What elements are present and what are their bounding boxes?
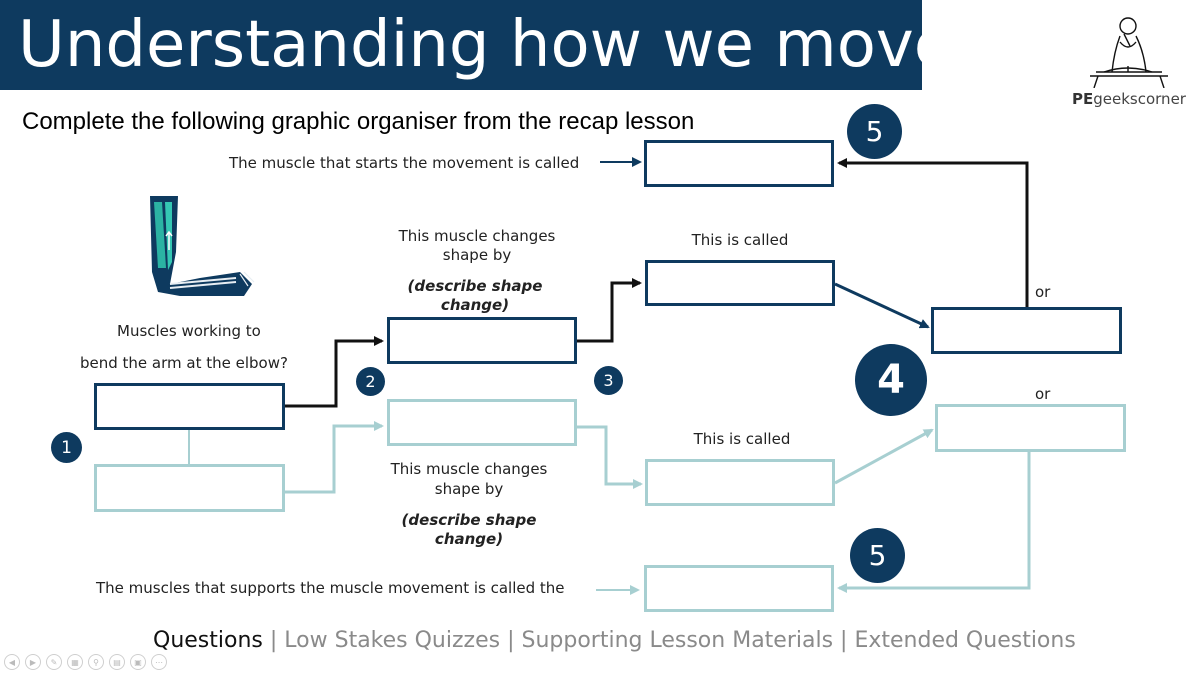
label-changes-top-2: shape by bbox=[442, 246, 512, 264]
answer-box-muscle-bottom[interactable] bbox=[94, 464, 285, 512]
arm-muscle-icon bbox=[150, 196, 255, 296]
label-changes-bottom-2: shape by bbox=[434, 480, 504, 498]
label-changes-top-1: This muscle changes bbox=[398, 227, 556, 245]
title-bar: Understanding how we move bbox=[0, 0, 953, 90]
label-describe-top-1: (describe shape bbox=[407, 277, 543, 295]
arrow-l3-to-l4 bbox=[834, 428, 934, 485]
answer-box-shape-bottom[interactable] bbox=[387, 399, 577, 446]
label-supporting: The muscles that supports the muscle mov… bbox=[96, 579, 565, 597]
label-changes-bottom-1: This muscle changes bbox=[390, 460, 548, 478]
answer-box-supporting[interactable] bbox=[644, 565, 834, 612]
label-describe-top-2: change) bbox=[440, 296, 510, 314]
label-muscles-q1: Muscles working to bbox=[117, 322, 261, 340]
arrow-2-to-3 bbox=[577, 278, 642, 343]
label-describe-bottom-2: change) bbox=[434, 530, 504, 548]
label-or-bottom: or bbox=[1035, 385, 1051, 403]
next-slide-icon[interactable]: ▶ bbox=[25, 654, 41, 670]
footer-link-low-stakes-quizzes[interactable]: Low Stakes Quizzes bbox=[284, 628, 501, 653]
pen-icon[interactable]: ✎ bbox=[46, 654, 62, 670]
more-options-icon[interactable]: ⋯ bbox=[151, 654, 167, 670]
badge-3: 3 bbox=[594, 366, 623, 395]
label-prime-mover: The muscle that starts the movement is c… bbox=[229, 154, 580, 172]
arrow-l2-to-l3 bbox=[577, 425, 643, 489]
label-called-bottom: This is called bbox=[693, 430, 791, 448]
answer-box-shape-top[interactable] bbox=[387, 317, 577, 364]
arrow-1-to-2 bbox=[285, 336, 384, 408]
answer-box-called-bottom[interactable] bbox=[645, 459, 835, 506]
previous-slide-icon[interactable]: ◀ bbox=[4, 654, 20, 670]
badge-4: 4 bbox=[855, 344, 927, 416]
slideshow-controls: ◀ ▶ ✎ ▦ ⚲ ▤ ▣ ⋯ bbox=[4, 654, 167, 670]
label-called-top: This is called bbox=[691, 231, 789, 249]
slides-icon[interactable]: ▦ bbox=[67, 654, 83, 670]
zoom-icon[interactable]: ⚲ bbox=[88, 654, 104, 670]
logo-text: PEgeekscorner bbox=[1072, 90, 1186, 108]
answer-box-muscle-top[interactable] bbox=[94, 383, 285, 430]
footer-link-extended-questions[interactable]: Extended Questions bbox=[854, 628, 1076, 653]
answer-box-prime-mover[interactable] bbox=[644, 140, 834, 187]
answer-box-type-top[interactable] bbox=[931, 307, 1122, 354]
footer-nav: Questions | Low Stakes Quizzes | Support… bbox=[153, 628, 1076, 653]
instructions: Complete the following graphic organiser… bbox=[22, 108, 695, 135]
label-describe-bottom-1: (describe shape bbox=[401, 511, 537, 529]
camera-icon[interactable]: ▣ bbox=[130, 654, 146, 670]
footer-link-questions[interactable]: Questions bbox=[153, 628, 263, 653]
badge-1: 1 bbox=[51, 432, 82, 463]
footer-link-supporting-lesson-materials[interactable]: Supporting Lesson Materials bbox=[521, 628, 834, 653]
answer-box-type-bottom[interactable] bbox=[935, 404, 1126, 452]
answer-box-called-top[interactable] bbox=[645, 260, 835, 306]
arrow-3-to-4 bbox=[834, 282, 930, 329]
subtitles-icon[interactable]: ▤ bbox=[109, 654, 125, 670]
badge-5-top: 5 bbox=[847, 104, 902, 159]
arrow-l4-to-l5 bbox=[837, 452, 1031, 593]
arrow-4-to-5 bbox=[837, 158, 1029, 307]
person-reading-icon bbox=[1090, 17, 1168, 88]
arrow-l1-to-l2 bbox=[285, 421, 384, 494]
badge-2: 2 bbox=[356, 367, 385, 396]
label-or-top: or bbox=[1035, 283, 1051, 301]
label-muscles-q2: bend the arm at the elbow? bbox=[80, 354, 288, 372]
badge-5-bottom: 5 bbox=[850, 528, 905, 583]
page-title: Understanding how we move bbox=[18, 8, 954, 82]
